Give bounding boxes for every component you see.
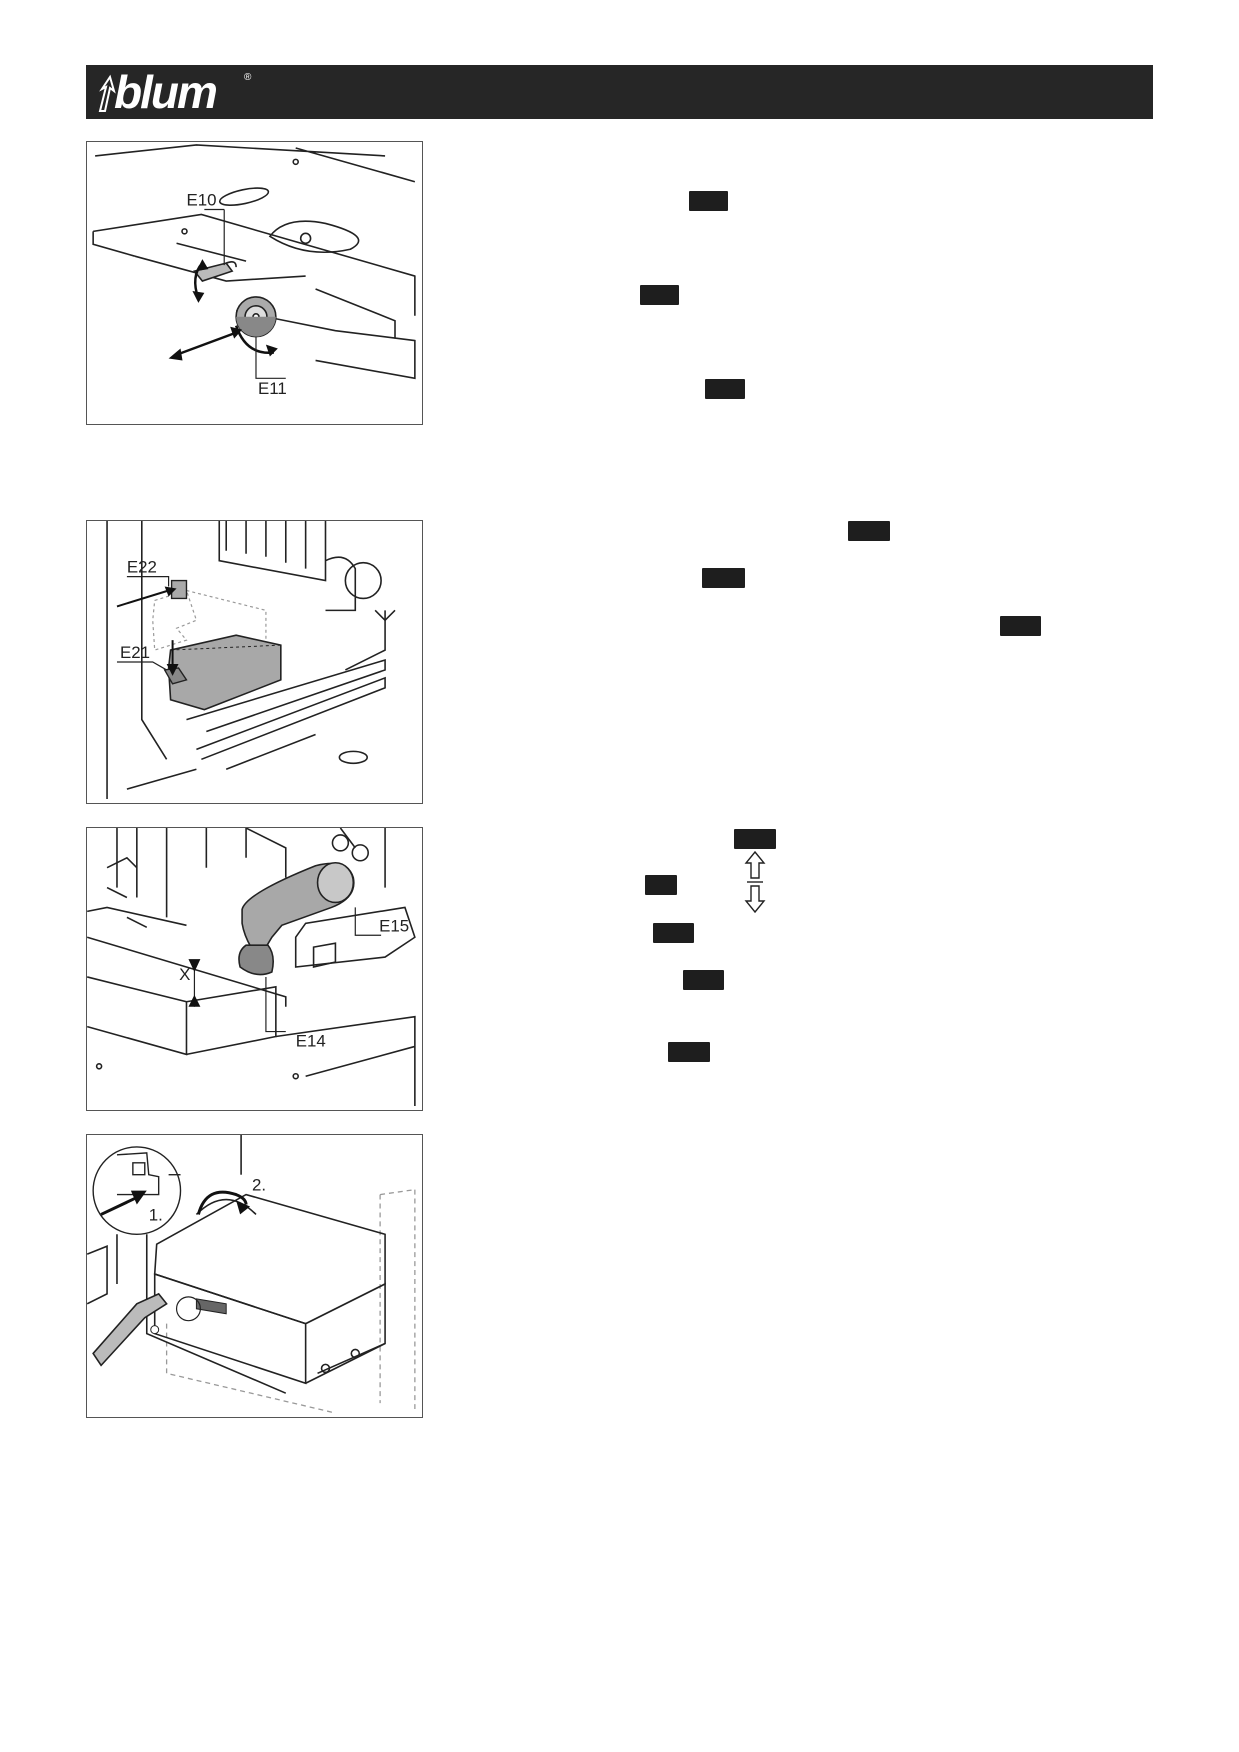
label-e21: E21: [120, 643, 150, 662]
redaction-box: [653, 923, 694, 943]
brand-name: blum: [114, 66, 216, 118]
figure-2: E22 E21: [86, 520, 423, 804]
figure-1: E10 E11: [86, 141, 423, 425]
label-e22: E22: [127, 558, 157, 577]
label-e15: E15: [379, 916, 409, 935]
header-bar: blum ®: [86, 65, 1153, 119]
redaction-box: [705, 379, 745, 399]
figure-1-illustration: E10 E11: [92, 144, 416, 398]
label-e11: E11: [258, 379, 287, 398]
label-e10: E10: [186, 191, 216, 210]
registered-mark: ®: [244, 72, 252, 83]
redaction-box: [848, 521, 890, 541]
redaction-box: [689, 191, 728, 211]
label-step-2: 2.: [252, 1176, 266, 1195]
figure-2-illustration: E22 E21: [106, 521, 396, 800]
label-step-1: 1.: [149, 1205, 163, 1224]
redaction-box: [668, 1042, 710, 1062]
label-e14: E14: [296, 1031, 326, 1050]
figure-3-illustration: X E15 E14: [87, 828, 416, 1107]
figure-4-illustration: 1. 2.: [87, 1135, 416, 1414]
redaction-box: [640, 285, 679, 305]
redaction-box: [702, 568, 745, 588]
redaction-box: [683, 970, 724, 990]
label-x: X: [179, 965, 190, 984]
redaction-box: [734, 829, 776, 849]
up-down-arrow-icon: [744, 850, 766, 914]
figure-4: 1. 2.: [86, 1134, 423, 1418]
figure-3: X E15 E14: [86, 827, 423, 1111]
redaction-box: [645, 875, 677, 895]
redaction-box: [1000, 616, 1041, 636]
blum-logo: blum ®: [98, 66, 252, 118]
logo-arrow-icon: [98, 74, 116, 112]
